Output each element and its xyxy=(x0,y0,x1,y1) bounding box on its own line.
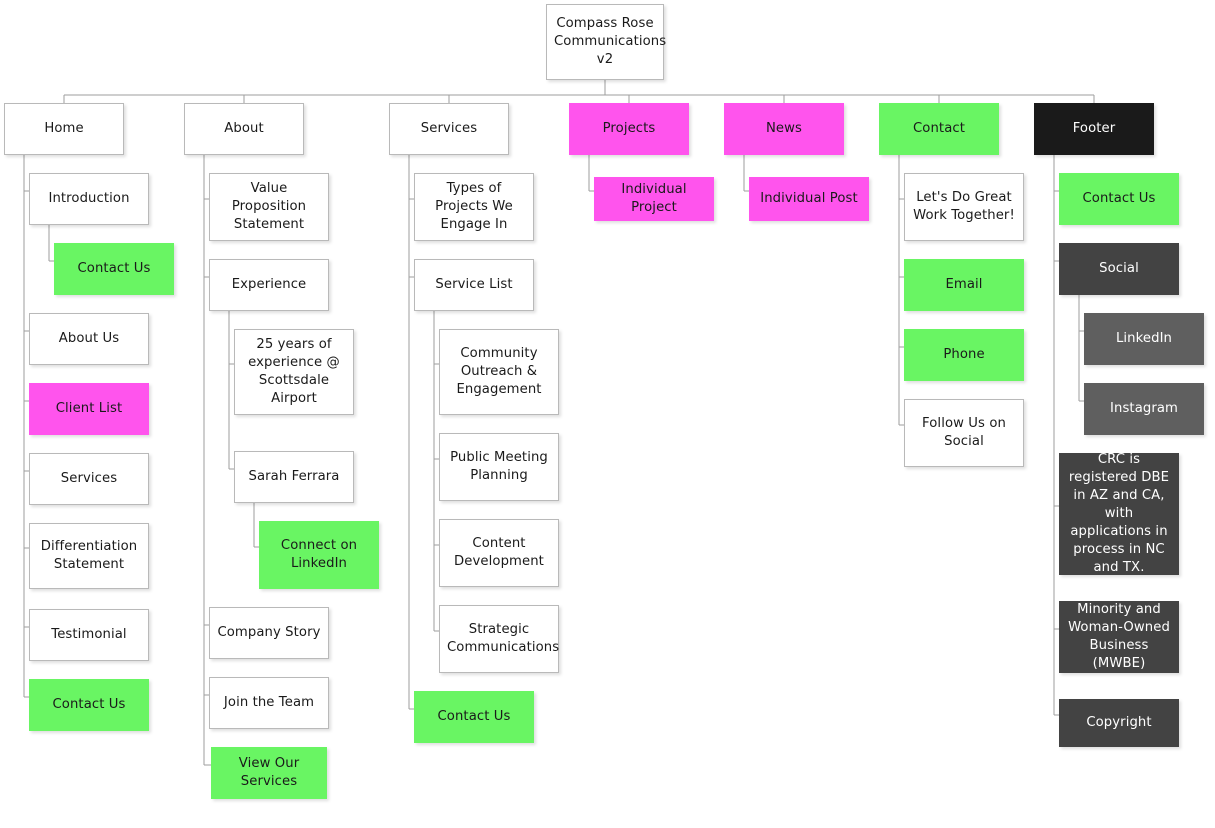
node-label: Service List xyxy=(435,277,513,292)
node-label: Introduction xyxy=(48,191,130,206)
node-individual-post[interactable]: Individual Post xyxy=(749,177,869,221)
node-company-story[interactable]: Company Story xyxy=(209,607,329,659)
node-contact[interactable]: Contact xyxy=(879,103,999,155)
node-label: Projects xyxy=(602,121,656,136)
node-label: CRC is registered DBE in AZ and CA, with… xyxy=(1068,452,1170,575)
node-label: Strategic Communications xyxy=(447,622,560,655)
node-label: Copyright xyxy=(1086,715,1152,730)
node-years-exp[interactable]: 25 years of experience @ Scottsdale Airp… xyxy=(234,329,354,415)
node-label: Client List xyxy=(55,401,123,416)
node-lets-do-great-work[interactable]: Let's Do Great Work Together! xyxy=(904,173,1024,241)
node-copyright[interactable]: Copyright xyxy=(1059,699,1179,747)
node-label: Instagram xyxy=(1110,401,1178,416)
node-join-the-team[interactable]: Join the Team xyxy=(209,677,329,729)
node-types-of-projects[interactable]: Types of Projects We Engage In xyxy=(414,173,534,241)
node-view-our-services[interactable]: View Our Services xyxy=(211,747,327,799)
node-label: Let's Do Great Work Together! xyxy=(913,190,1015,223)
node-label: Testimonial xyxy=(51,627,127,642)
node-label: Content Development xyxy=(454,536,544,569)
node-service-list[interactable]: Service List xyxy=(414,259,534,311)
node-label: Types of Projects We Engage In xyxy=(435,181,513,232)
node-sarah-ferrara[interactable]: Sarah Ferrara xyxy=(234,451,354,503)
node-label: Differentiation Statement xyxy=(40,539,138,572)
node-content-dev[interactable]: Content Development xyxy=(439,519,559,587)
node-label: Phone xyxy=(943,347,985,362)
node-public-meeting[interactable]: Public Meeting Planning xyxy=(439,433,559,501)
node-community-outreach[interactable]: Community Outreach & Engagement xyxy=(439,329,559,415)
node-label: Compass Rose Communications v2 xyxy=(554,16,667,67)
node-about-us[interactable]: About Us xyxy=(29,313,149,365)
node-label: Email xyxy=(945,277,983,292)
node-label: Contact xyxy=(912,121,965,136)
node-label: Home xyxy=(44,121,84,136)
node-label: About Us xyxy=(58,331,120,346)
node-label: Value Proposition Statement xyxy=(231,181,307,232)
node-label: Contact Us xyxy=(1082,191,1156,206)
node-label: Contact Us xyxy=(52,697,126,712)
node-label: Contact Us xyxy=(437,709,511,724)
node-about[interactable]: About xyxy=(184,103,304,155)
node-crc-registered[interactable]: CRC is registered DBE in AZ and CA, with… xyxy=(1059,452,1179,575)
node-label: Individual Project xyxy=(621,182,687,215)
node-label: Social xyxy=(1099,261,1139,276)
node-client-list[interactable]: Client List xyxy=(29,383,149,435)
node-footer[interactable]: Footer xyxy=(1034,103,1154,155)
node-label: Minority and Woman-Owned Business (MWBE) xyxy=(1068,602,1170,671)
node-value-prop[interactable]: Value Proposition Statement xyxy=(209,173,329,241)
node-label: Individual Post xyxy=(760,191,858,206)
node-instagram[interactable]: Instagram xyxy=(1084,383,1204,435)
node-root[interactable]: Compass Rose Communications v2 xyxy=(546,4,667,80)
node-label: Services xyxy=(420,121,478,136)
node-label: Experience xyxy=(231,277,307,292)
node-home-contact-us-1[interactable]: Contact Us xyxy=(54,243,174,295)
node-services[interactable]: Services xyxy=(389,103,509,155)
node-label: Sarah Ferrara xyxy=(248,469,340,484)
node-label: Contact Us xyxy=(77,261,151,276)
node-social[interactable]: Social xyxy=(1059,243,1179,295)
node-label: News xyxy=(765,121,803,136)
node-label: Follow Us on Social xyxy=(922,416,1006,449)
node-linkedin[interactable]: LinkedIn xyxy=(1084,313,1204,365)
node-mwbe[interactable]: Minority and Woman-Owned Business (MWBE) xyxy=(1059,601,1179,673)
node-label: Footer xyxy=(1072,121,1116,136)
node-label: Connect on LinkedIn xyxy=(280,538,358,571)
node-label: Public Meeting Planning xyxy=(450,450,548,483)
node-services-contact-us[interactable]: Contact Us xyxy=(414,691,534,743)
node-projects[interactable]: Projects xyxy=(569,103,689,155)
node-differentiation[interactable]: Differentiation Statement xyxy=(29,523,149,589)
node-label: About xyxy=(224,121,264,136)
node-home[interactable]: Home xyxy=(4,103,124,155)
node-label: LinkedIn xyxy=(1115,331,1173,346)
node-follow-us-social[interactable]: Follow Us on Social xyxy=(904,399,1024,467)
node-footer-contact-us[interactable]: Contact Us xyxy=(1059,173,1179,225)
node-label: Services xyxy=(60,471,118,486)
node-introduction[interactable]: Introduction xyxy=(29,173,149,225)
node-label: Community Outreach & Engagement xyxy=(456,346,542,397)
node-email[interactable]: Email xyxy=(904,259,1024,311)
node-testimonial[interactable]: Testimonial xyxy=(29,609,149,661)
node-phone[interactable]: Phone xyxy=(904,329,1024,381)
node-label: View Our Services xyxy=(238,756,300,789)
node-home-services[interactable]: Services xyxy=(29,453,149,505)
node-experience[interactable]: Experience xyxy=(209,259,329,311)
node-label: Company Story xyxy=(217,625,321,640)
node-label: 25 years of experience @ Scottsdale Airp… xyxy=(248,337,340,406)
node-individual-project[interactable]: Individual Project xyxy=(594,177,714,221)
node-connect-linkedin[interactable]: Connect on LinkedIn xyxy=(259,521,379,589)
node-strategic-comms[interactable]: Strategic Communications xyxy=(439,605,559,673)
node-home-contact-us-2[interactable]: Contact Us xyxy=(29,679,149,731)
node-label: Join the Team xyxy=(223,695,315,710)
node-news[interactable]: News xyxy=(724,103,844,155)
